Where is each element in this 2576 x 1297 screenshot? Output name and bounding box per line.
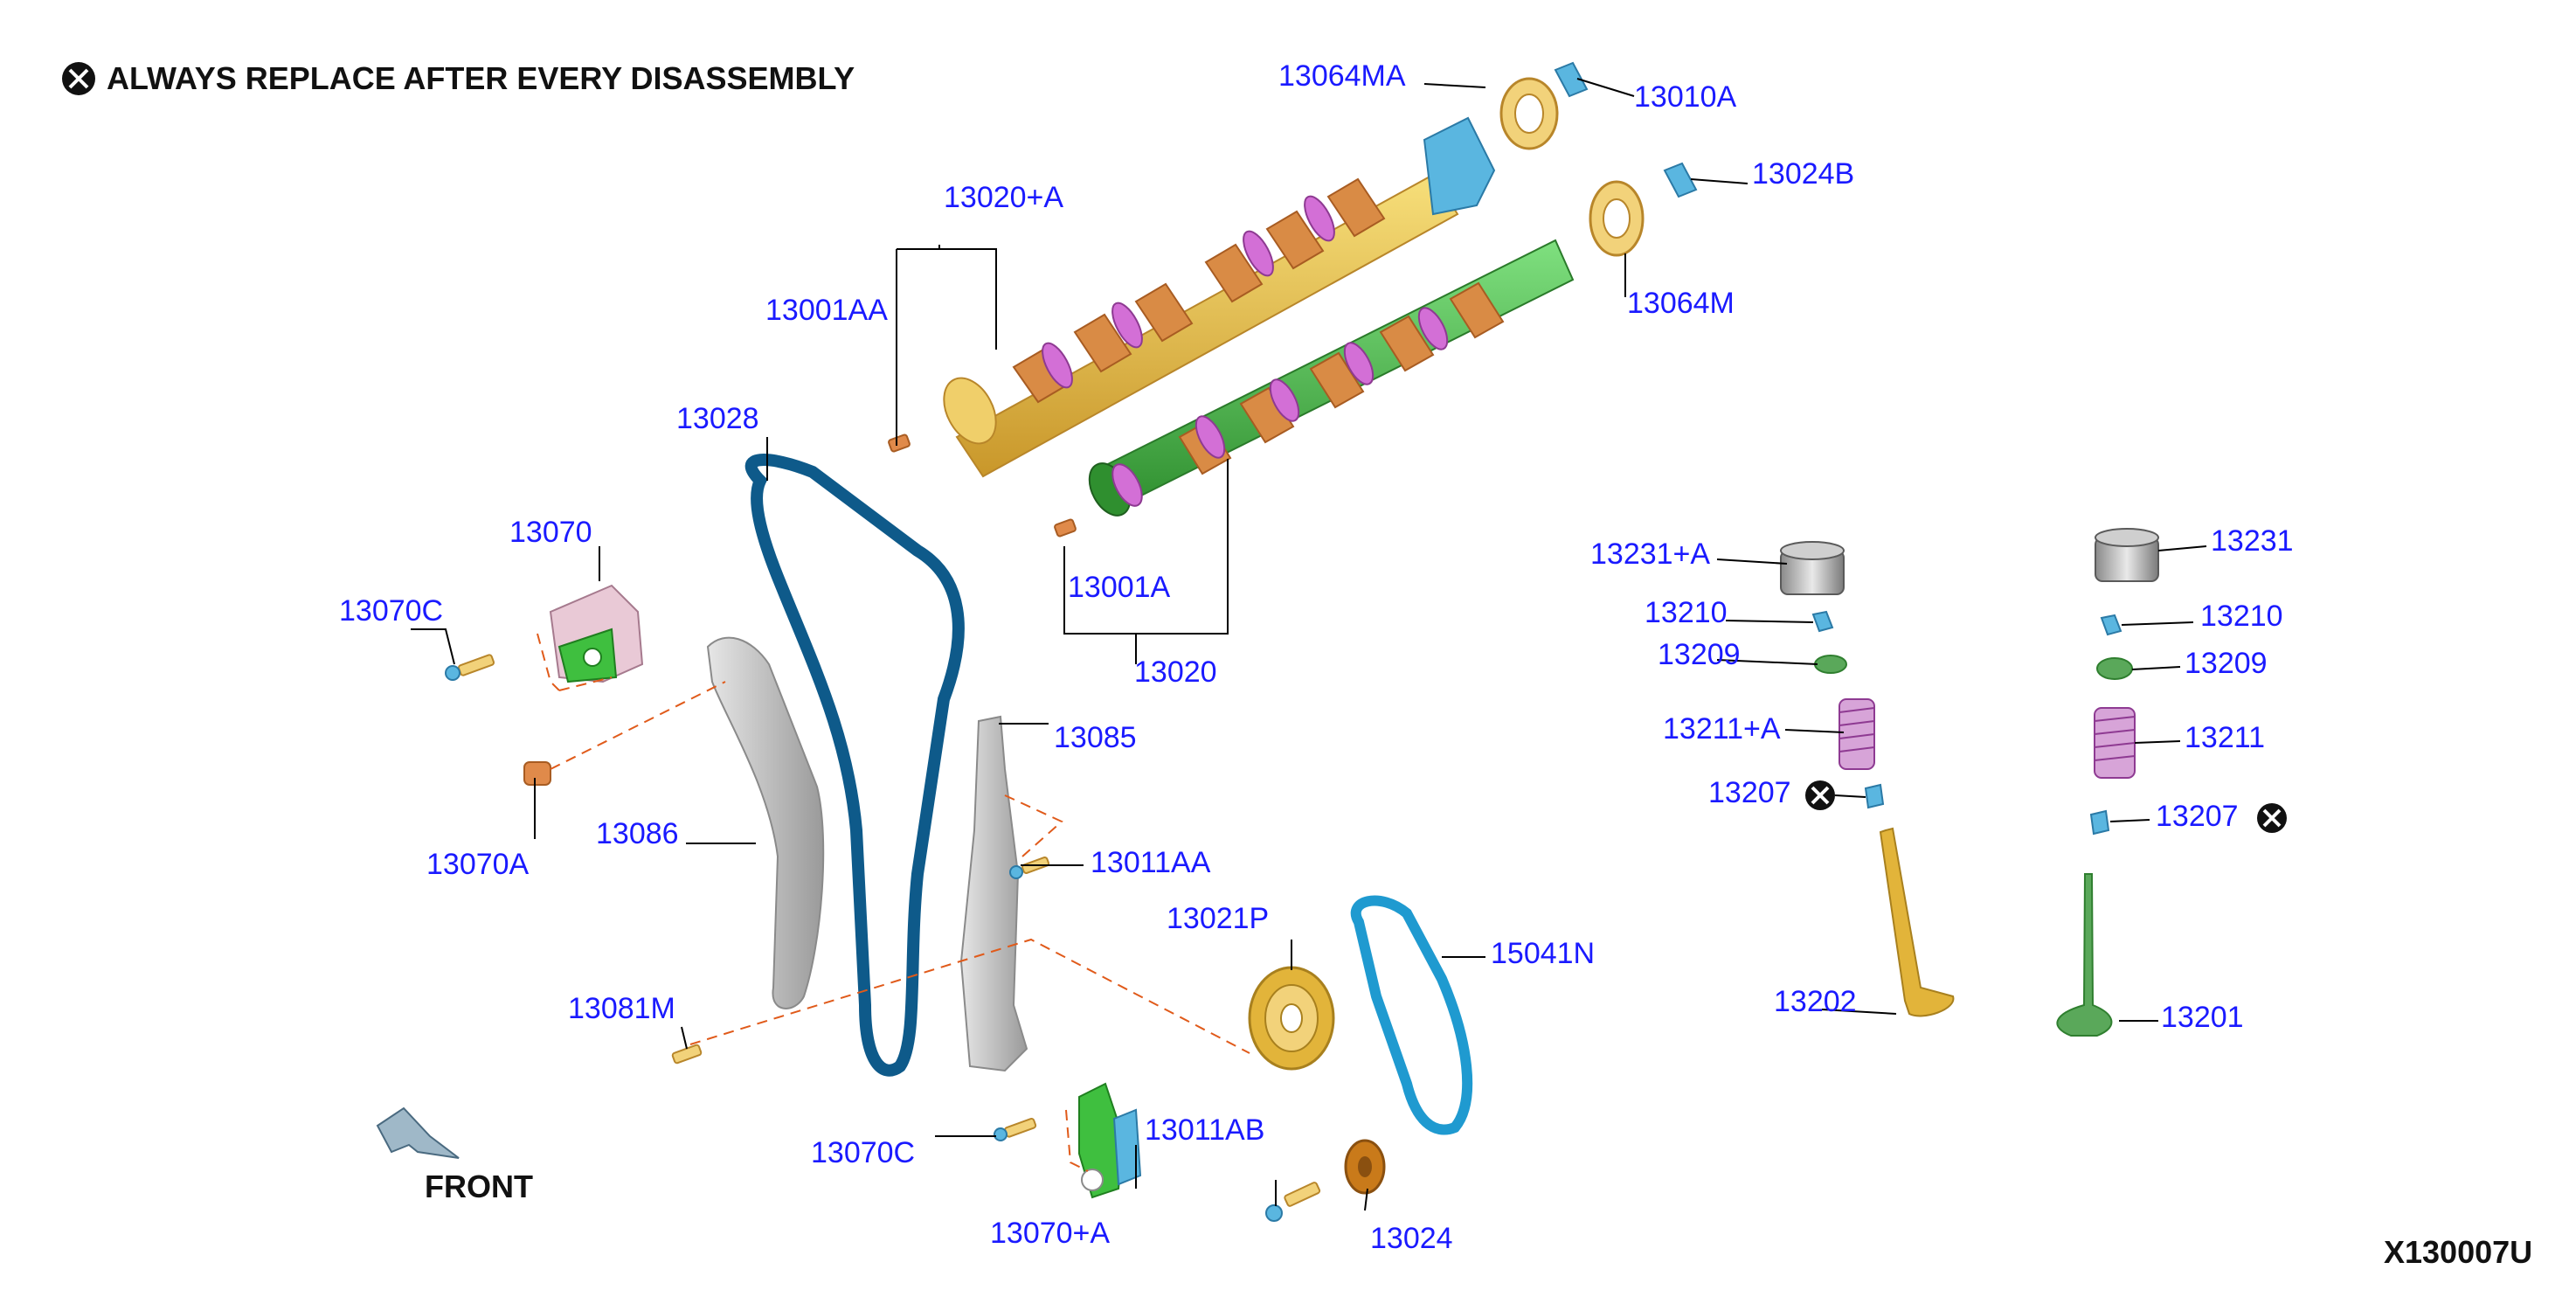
dowel-pin-lower [1054,518,1077,538]
valve-collet-right [2100,614,2122,636]
dowel-pin-upper [888,433,911,453]
cam-sprocket-ring-lower [1589,180,1645,257]
part-labels: 13064MA 13010A 13024B 13020+A 13001AA 13… [339,59,2294,1255]
label-13024: 13024 [1370,1222,1453,1255]
circle-x-icon [1805,780,1835,810]
valve-spring-left [1839,698,1875,770]
label-13211A: 13211+A [1663,712,1781,746]
label-13201: 13201 [2161,1001,2244,1034]
front-arrow-icon [376,1106,460,1159]
sprocket-bolt-lower [1663,162,1698,198]
sprocket-bolt-upper [1554,61,1589,98]
circle-x-icon [62,62,95,95]
label-13070C-bottom: 13070C [811,1136,915,1169]
tensioner-bolt-upper [445,654,495,681]
crank-sprocket [1248,966,1335,1071]
label-13010A: 13010A [1634,80,1737,114]
assembly-dash-lines [537,633,1250,1172]
label-13210-left: 13210 [1645,596,1728,629]
label-13011AA: 13011AA [1091,846,1211,879]
label-13011AB: 13011AB [1145,1113,1264,1147]
cam-sprocket-ring-upper [1499,77,1559,150]
intake-valve [2056,873,2113,1037]
notice-text: ALWAYS REPLACE AFTER EVERY DISASSEMBLY [107,60,855,96]
chain-guide [959,715,1028,1072]
label-13064M: 13064M [1627,287,1735,320]
intake-camshaft [1088,239,1575,517]
tappet-left [1780,541,1845,595]
label-13207-right: 13207 [2156,800,2239,833]
timing-chain [744,454,965,1077]
label-13209-left: 13209 [1658,638,1741,671]
tensioner-arm [706,636,825,1009]
guide-pin-13081M [671,1044,703,1065]
label-13064MA: 13064MA [1278,59,1406,93]
spring-retainer-right [2096,657,2133,680]
label-13210-right: 13210 [2200,600,2283,633]
label-13001A: 13001A [1068,571,1171,604]
label-13028: 13028 [676,402,759,435]
leader-lines [411,78,2207,1211]
label-13081M: 13081M [568,992,675,1025]
label-13001AA: 13001AA [765,294,888,327]
tappet-right [2095,528,2159,582]
label-13070C-top: 13070C [339,594,443,628]
oil-pump-sprocket [1344,1139,1386,1195]
header-notice: ALWAYS REPLACE AFTER EVERY DISASSEMBLY [62,60,855,96]
label-13231: 13231 [2211,524,2294,558]
valve-seal-left [1864,783,1885,809]
label-13020A: 13020+A [944,181,1063,214]
tensioner-plunger [523,761,551,786]
valve-seal-right [2089,809,2110,836]
front-label: FRONT [425,1169,533,1204]
exhaust-valve [1879,827,1955,1017]
label-13020: 13020 [1134,655,1217,689]
valve-spring-right [2094,707,2136,779]
label-15041N: 15041N [1491,937,1595,970]
valve-collet-left [1811,610,1834,633]
label-13021P: 13021P [1167,902,1269,935]
label-13086: 13086 [596,817,679,850]
label-13024B: 13024B [1752,157,1854,191]
lower-tensioner [1078,1082,1142,1199]
label-13085: 13085 [1054,721,1137,754]
guide-bolt-13011AB [1265,1182,1321,1222]
tensioner-bolt-lower [994,1117,1037,1141]
spring-retainer-left [1814,655,1847,674]
label-13209-right: 13209 [2185,647,2268,680]
diagram-id: X130007U [2384,1234,2532,1270]
exhaust-camshaft [943,116,1496,478]
label-13070: 13070 [509,516,592,549]
label-13202: 13202 [1774,985,1857,1018]
oil-pump-chain [1350,895,1473,1135]
label-13211: 13211 [2185,721,2265,754]
chain-tensioner [549,584,644,683]
circle-x-icon [2257,803,2287,833]
label-13070A-plus: 13070+A [990,1217,1110,1250]
label-13231A: 13231+A [1590,538,1710,571]
label-13207-left: 13207 [1708,776,1791,809]
label-13070A: 13070A [426,848,530,881]
